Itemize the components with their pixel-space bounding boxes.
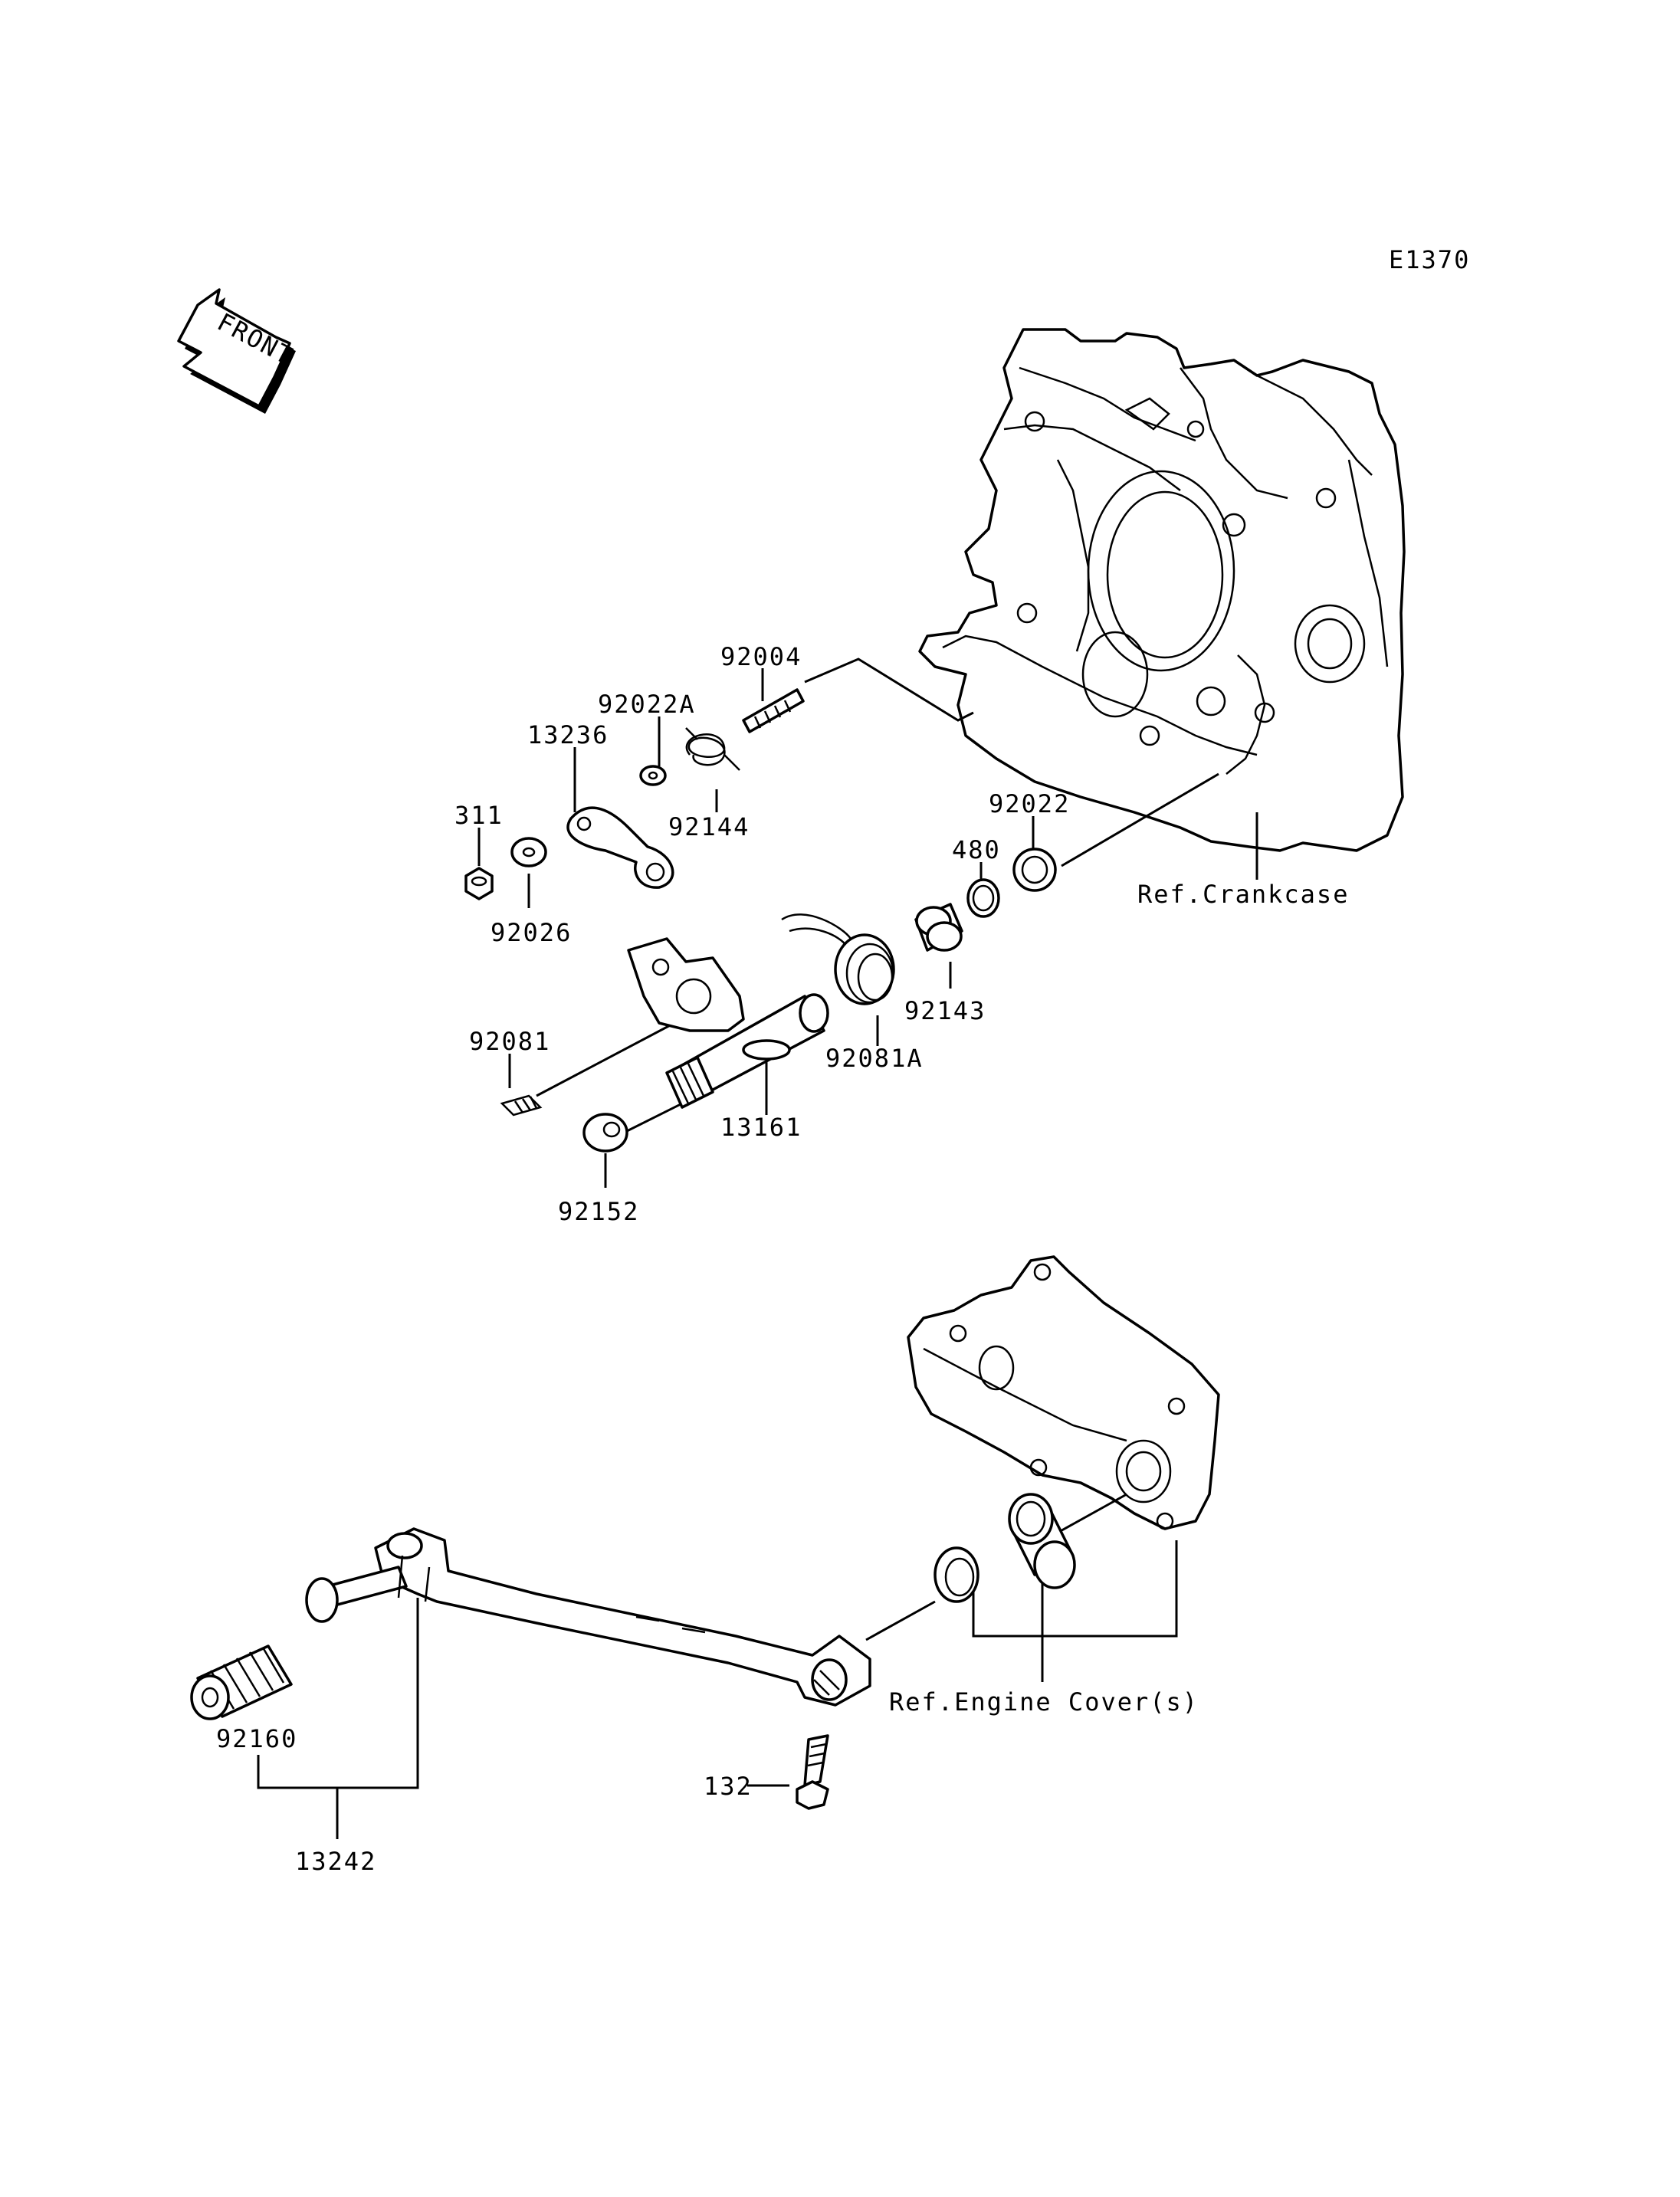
label-92143: 92143 [904,996,986,1025]
part-13236-arm [566,806,674,889]
label-13161: 13161 [720,1113,802,1142]
part-92152-washer [582,1113,628,1153]
label-92144: 92144 [668,812,750,841]
label-92160: 92160 [216,1724,297,1753]
label-480: 480 [952,835,1001,864]
ref-crankcase-label: Ref.Crankcase [1137,880,1349,909]
part-92160-pedal-rubber [190,1644,293,1720]
front-arrow-icon: FRONT [177,288,298,414]
label-132: 132 [704,1772,753,1801]
label-92152: 92152 [558,1197,639,1226]
part-92081A-spring [781,913,895,1005]
label-92022: 92022 [989,789,1070,818]
part-92144-spring [685,727,740,771]
part-311-nut [464,867,494,900]
label-92081: 92081 [469,1027,550,1056]
label-311: 311 [454,801,504,830]
label-92004: 92004 [720,642,802,671]
part-132-bolt [796,1734,829,1810]
part-92022A-washer [639,765,667,786]
label-13236: 13236 [527,720,609,749]
part-13161-shift-shaft [627,937,829,1109]
part-92081-spring [500,1094,543,1117]
label-92022A: 92022A [598,690,696,719]
diagram-id: E1370 [1389,245,1470,274]
engine-cover-outline [907,1255,1220,1530]
ref-engine-cover-label: Ref.Engine Cover(s) [889,1687,1199,1717]
part-oil-seal [934,1546,979,1603]
label-92026: 92026 [491,918,572,947]
part-13242-shift-pedal [305,1527,871,1707]
leader-lines [257,657,1258,1839]
label-92081A: 92081A [825,1044,924,1073]
part-92004-spring [742,688,805,733]
part-92143-collar [914,903,963,952]
part-92026-washer [510,837,547,867]
part-480-circlip [966,878,1000,918]
crankcase-outline [918,328,1406,852]
part-92022-washer [1012,848,1057,892]
label-13242: 13242 [295,1847,376,1876]
part-needle-bearing [1008,1493,1076,1589]
